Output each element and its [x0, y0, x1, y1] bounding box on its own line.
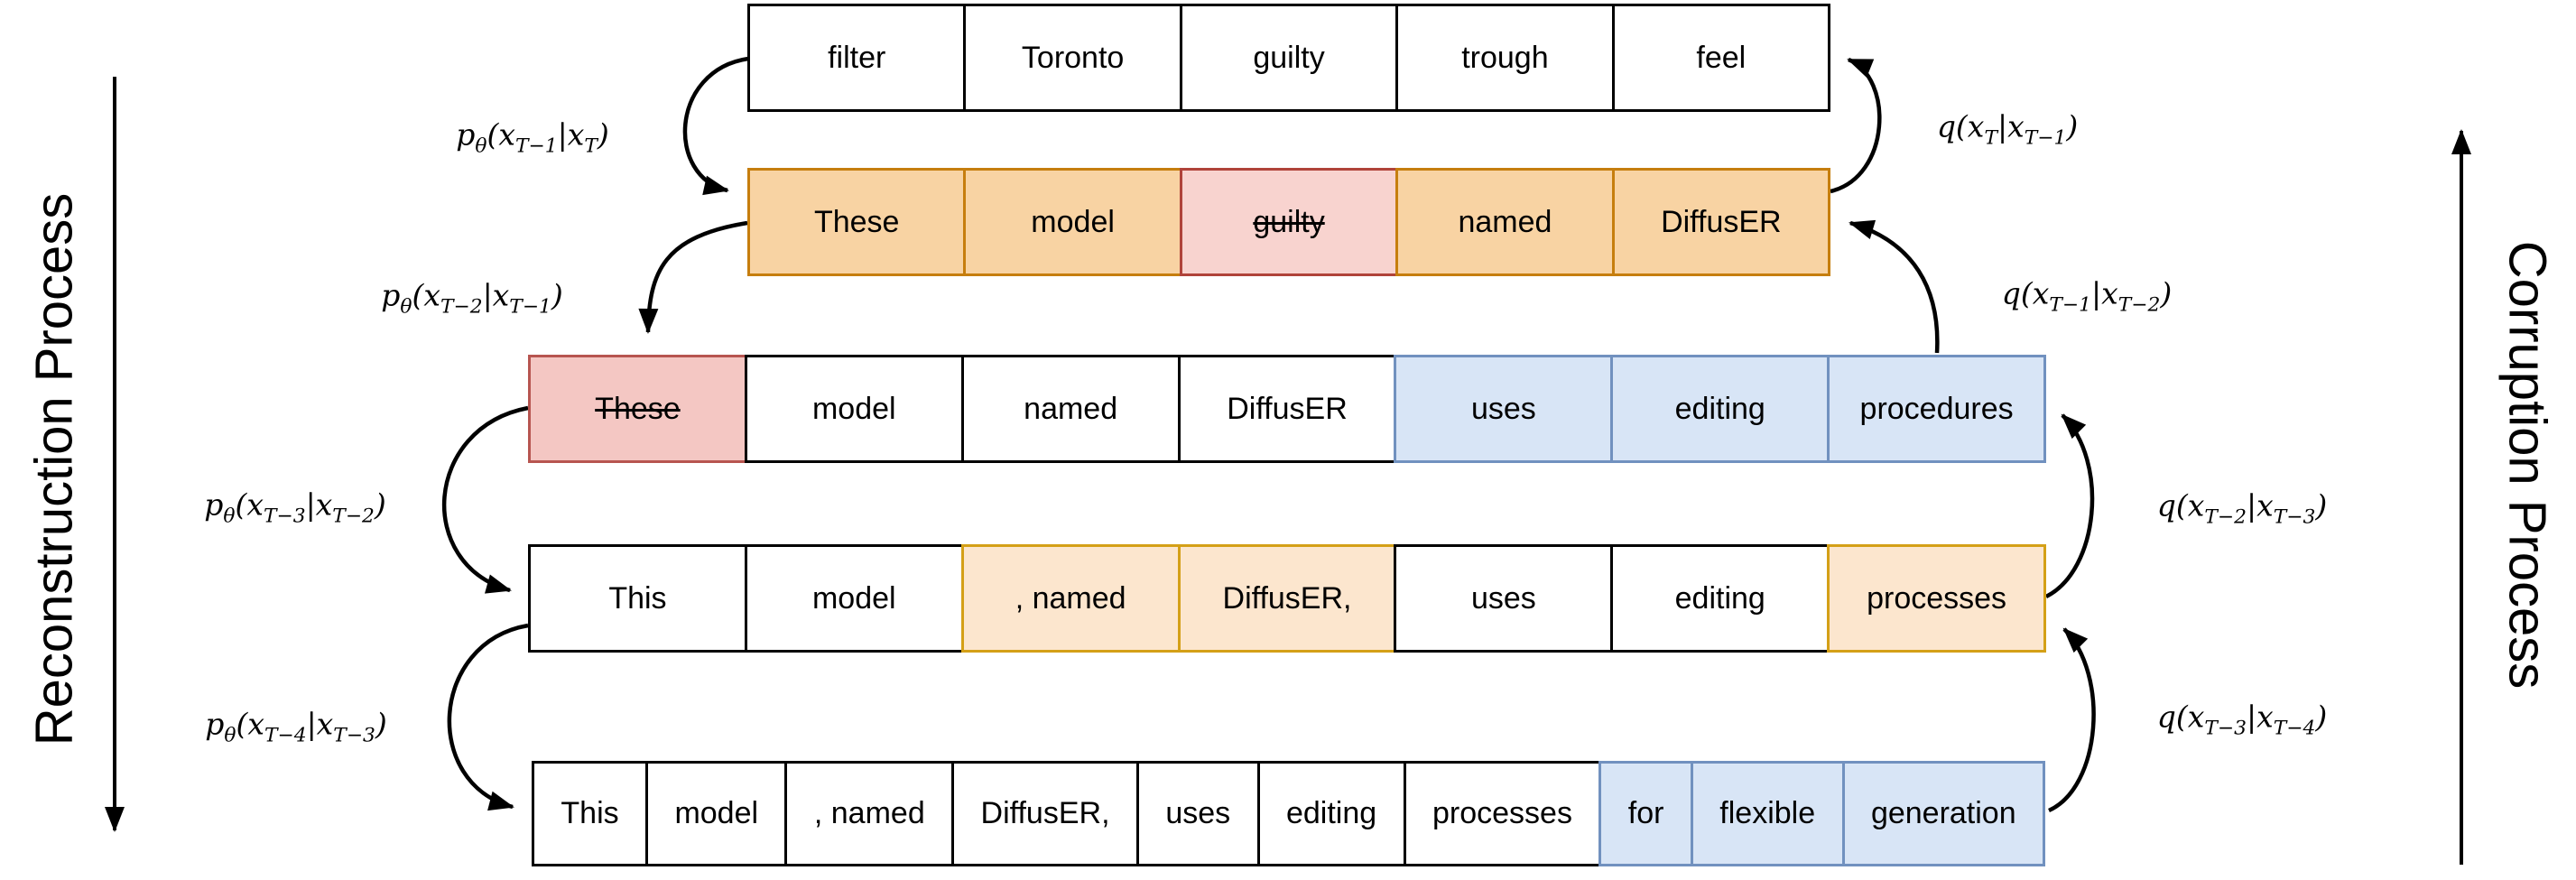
corruption-arc-4 — [2048, 627, 2096, 813]
token-cell: This — [532, 761, 649, 866]
token-cell: named — [1395, 168, 1615, 276]
token-cell: , named — [960, 544, 1181, 653]
corruption-step-label-1: q(xT|xT−1) — [1936, 108, 2079, 150]
token-cell: model — [963, 168, 1182, 276]
token-cell: This — [528, 544, 747, 653]
token-cell: editing — [1610, 355, 1830, 463]
corruption-step-label-2: q(xT−1|xT−2) — [2001, 275, 2173, 317]
token-cell: model — [744, 544, 964, 653]
token-cell: uses — [1394, 544, 1614, 653]
token-cell: for — [1598, 761, 1693, 866]
token-cell: flexible — [1690, 761, 1845, 866]
token-cell: filter — [747, 4, 967, 112]
token-cell: procedures — [1827, 355, 2047, 463]
corruption-arc-1 — [1830, 57, 1882, 194]
token-cell: DiffusER — [1177, 355, 1397, 463]
reconstruction-arc-1 — [682, 56, 749, 196]
token-cell: DiffusER — [1611, 168, 1831, 276]
token-cell: feel — [1611, 4, 1831, 112]
reconstruction-step-label-4: pθ(xT−4|xT−3) — [205, 706, 387, 747]
corruption-step-label-4: q(xT−3|xT−4) — [2156, 699, 2328, 740]
token-cell: named — [960, 355, 1181, 463]
reconstruction-process-label: Reconstruction Process — [24, 192, 84, 746]
reconstruction-step-label-2: pθ(xT−2|xT−1) — [381, 277, 563, 319]
reconstruction-step-label-3: pθ(xT−3|xT−2) — [204, 486, 386, 528]
corruption-arc-2 — [1849, 219, 1940, 354]
token-cell: model — [744, 355, 964, 463]
reconstruction-arc-3 — [441, 405, 529, 594]
corruption-process-label: Corruption Process — [2497, 240, 2557, 690]
token-cell: Toronto — [963, 4, 1182, 112]
token-cell: These — [747, 168, 967, 276]
token-cell: uses — [1135, 761, 1260, 866]
corruption-step-label-3: q(xT−2|xT−3) — [2156, 487, 2328, 529]
reconstruction-arc-2 — [638, 220, 748, 334]
reconstruction-step-label-1: pθ(xT−1|xT) — [456, 116, 609, 158]
token-cell: editing — [1610, 544, 1830, 653]
token-cell: processes — [1827, 544, 2047, 653]
token-cell: , named — [784, 761, 955, 866]
token-cell: editing — [1256, 761, 1406, 866]
corruption-arc-3 — [2044, 413, 2095, 599]
token-cell: generation — [1841, 761, 2046, 866]
token-cell: trough — [1395, 4, 1615, 112]
token-cell: uses — [1394, 355, 1614, 463]
token-cell: guilty — [1179, 4, 1399, 112]
token-cell: These — [528, 355, 747, 463]
token-cell: DiffusER, — [951, 761, 1139, 866]
token-cell: DiffusER, — [1177, 544, 1397, 653]
token-cell: model — [645, 761, 788, 866]
reconstruction-arc-4 — [447, 623, 529, 811]
token-cell: processes — [1403, 761, 1602, 866]
token-cell: guilty — [1179, 168, 1399, 276]
